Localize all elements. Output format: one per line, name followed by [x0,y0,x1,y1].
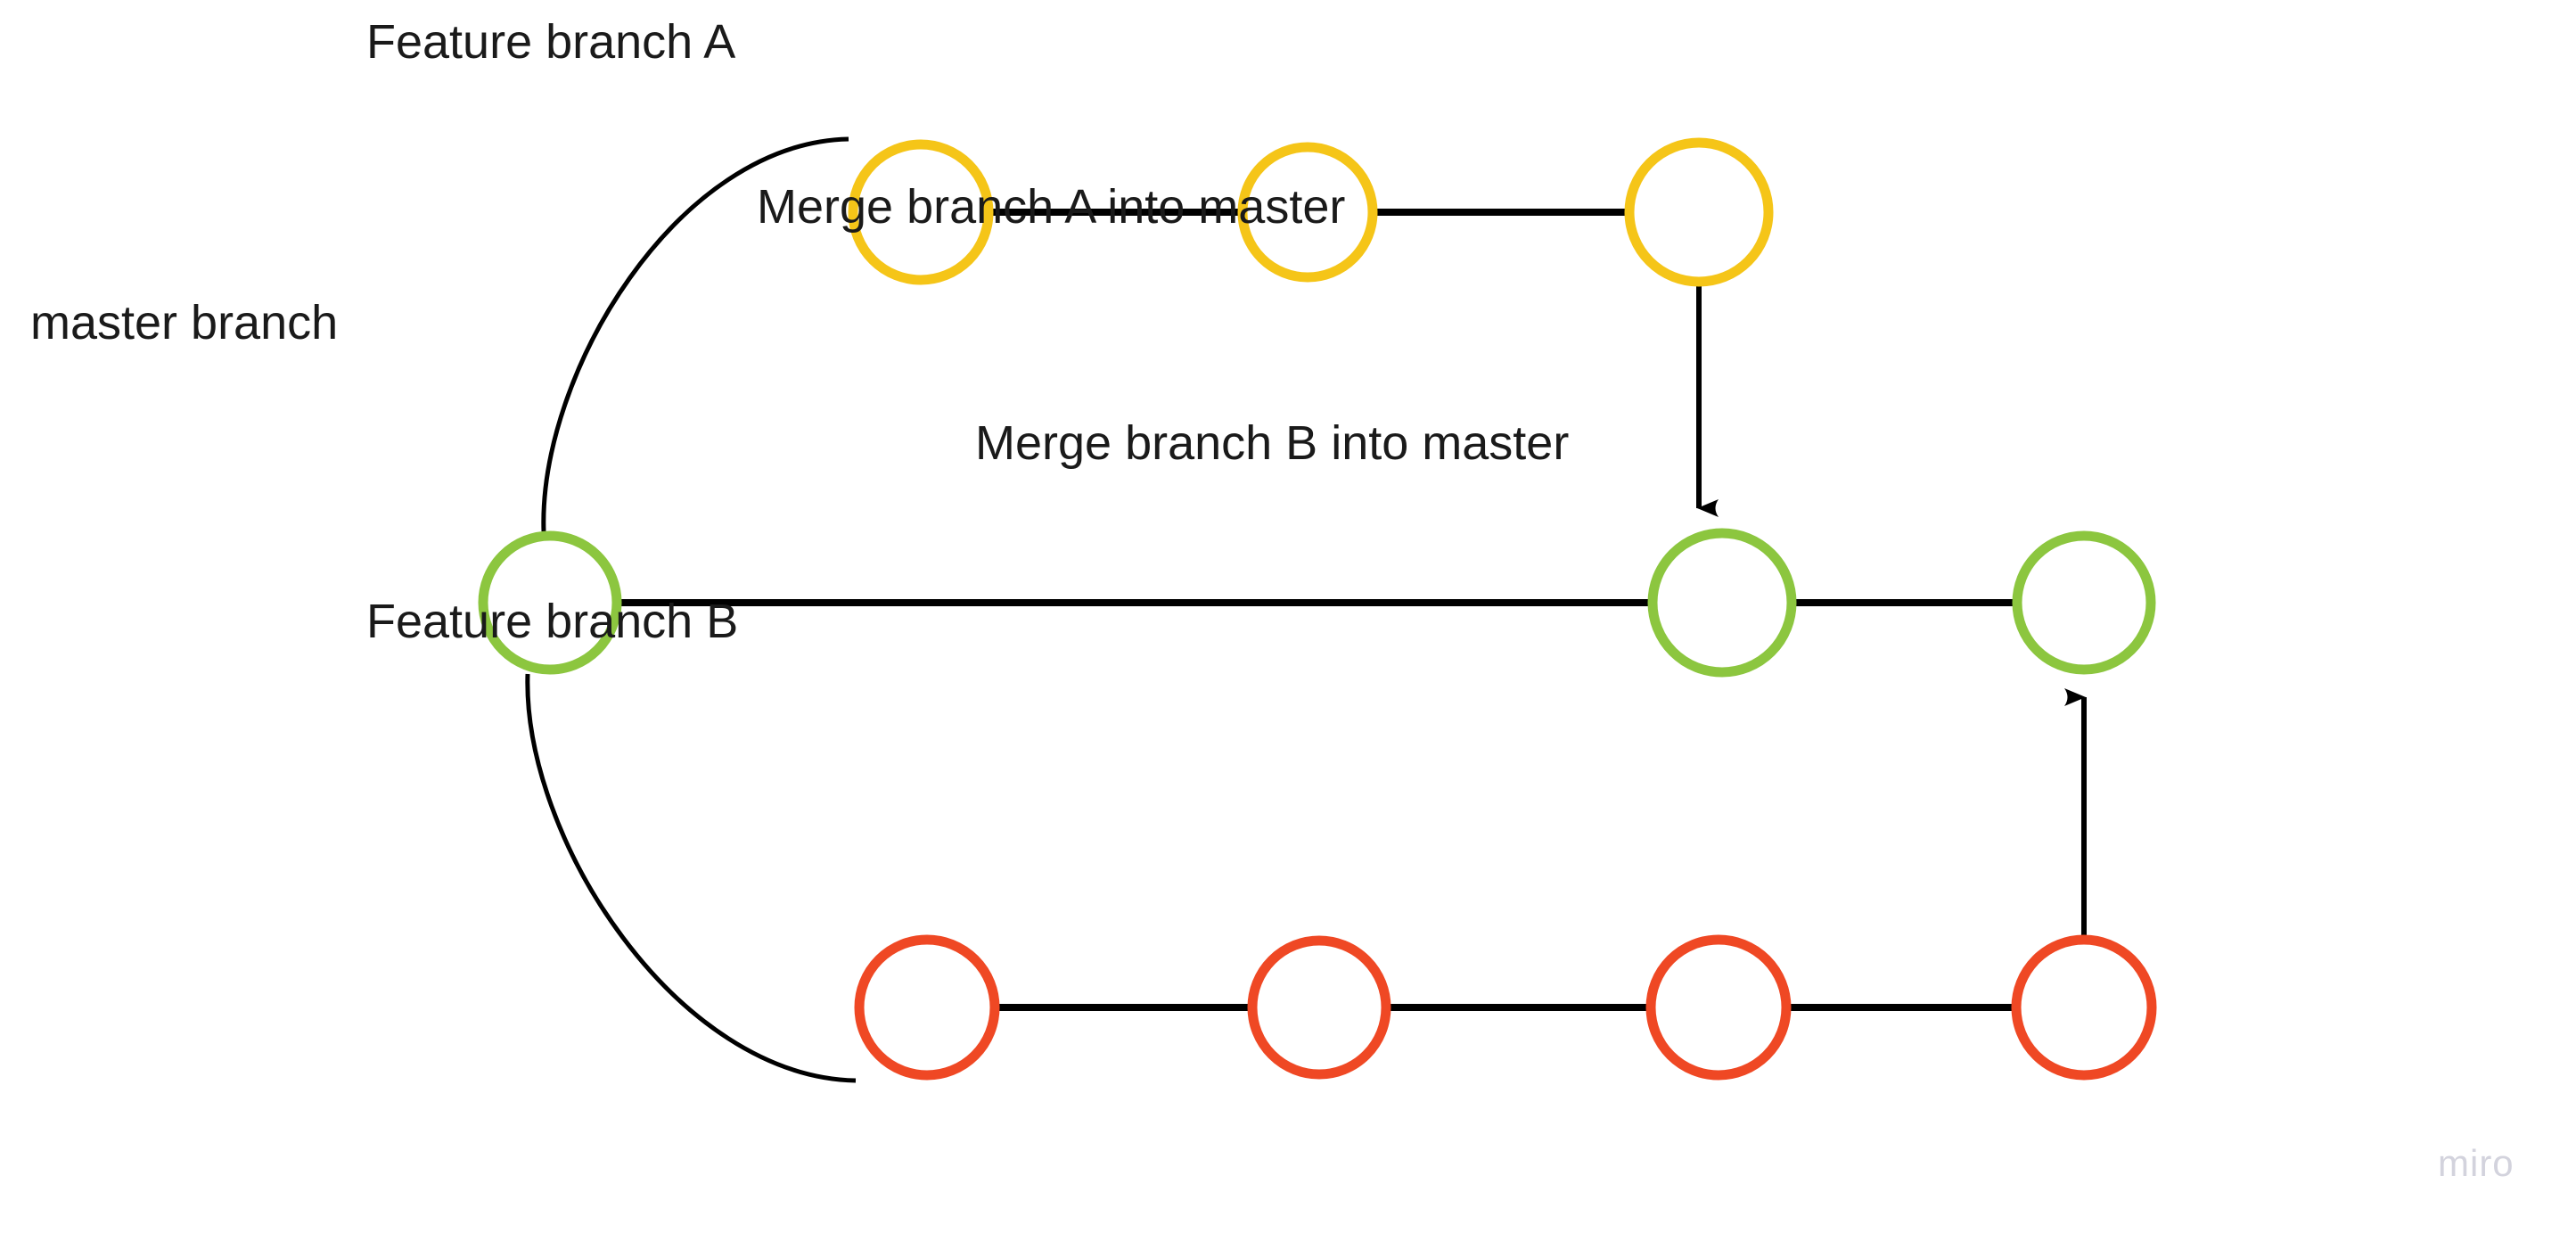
master-commits [478,528,2156,678]
feature-b-connectors [525,673,2013,1083]
commit-node-b2[interactable] [1247,935,1391,1080]
merge-b-label: Merge branch B into master [975,416,1570,470]
branch-curve-master-to-feature-b [525,673,857,1083]
commit-node-b1[interactable] [854,934,1000,1081]
master-branch-label: master branch [30,296,339,349]
commit-node-a3[interactable] [1624,137,1774,287]
feature-b-commits [854,934,2157,1081]
branch-curve-master-to-feature-a [541,136,849,532]
merge-a-label: Merge branch A into master [757,180,1346,234]
commit-node-m2-merge-a[interactable] [1647,528,1797,678]
merge-arrows [1696,285,2087,936]
feature-branch-b-label: Feature branch B [366,595,739,648]
commit-node-m3-merge-b[interactable] [2012,530,2156,675]
commit-node-a1[interactable] [848,139,994,285]
commit-node-b4[interactable] [2011,934,2157,1081]
feature-a-commits [848,137,1774,287]
miro-watermark: miro [2438,1142,2514,1184]
commit-node-b3[interactable] [1645,934,1792,1081]
commit-node-m1[interactable] [478,530,622,675]
feature-a-connectors [541,136,1626,532]
commit-node-a2[interactable] [1237,142,1378,283]
feature-branch-a-label: Feature branch A [366,15,736,69]
